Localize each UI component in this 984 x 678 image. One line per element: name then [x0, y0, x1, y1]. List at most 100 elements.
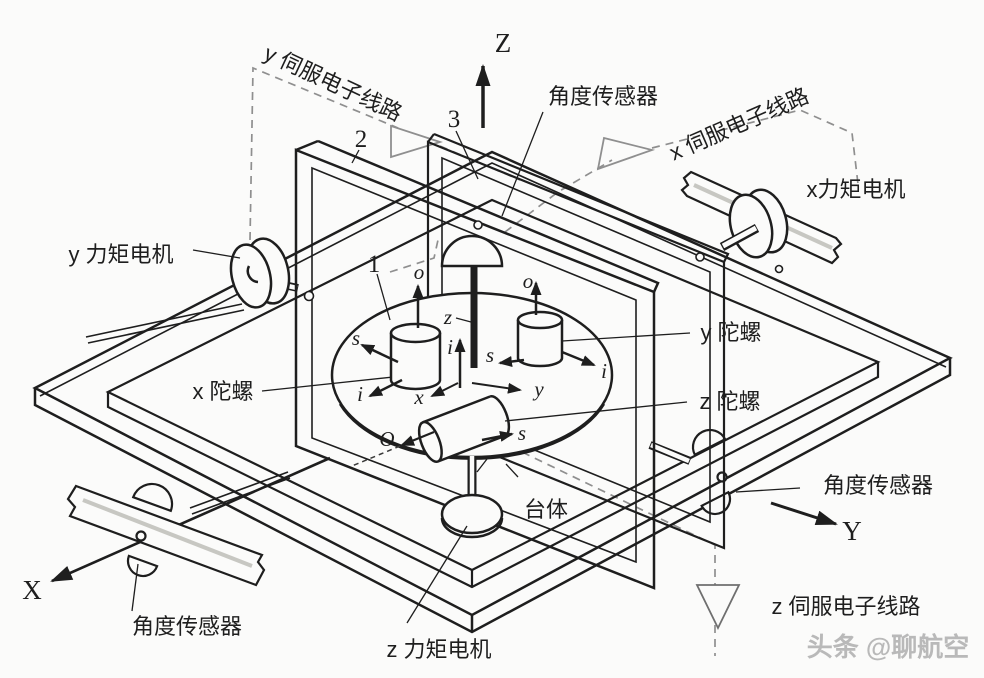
axis-label-z: Z: [495, 28, 512, 58]
outer-base-frame: [32, 150, 953, 634]
z-servo-dashed-line: [496, 439, 716, 656]
mark-y-gyro-spin: o: [523, 269, 534, 293]
num1-leader: [376, 273, 391, 321]
angle-sensor-bl-leader: [131, 563, 139, 612]
front-ring-inner: [311, 166, 637, 564]
pivot-dot: [716, 471, 728, 483]
angle-sensor-top-leader: [501, 111, 544, 217]
y-motor-leader: [192, 249, 241, 259]
x-motor-shaft-fill: [721, 225, 758, 249]
z-gyro-s-arrow: [481, 430, 514, 442]
leader-lines: [131, 111, 801, 624]
label-x-servo: x 伺服电子线路: [666, 83, 813, 165]
x-torque-motor-assembly: [680, 170, 843, 274]
x-gyro-cylinder: [389, 322, 442, 391]
y-servo-amplifier-icon: [390, 124, 443, 159]
base-top-lip: [39, 162, 947, 397]
platform-pickoff-dashed: [389, 239, 439, 273]
platform-x-arrow: [430, 382, 459, 397]
x-gyro-s-arrow: [360, 343, 399, 364]
part-number-1: 1: [368, 251, 381, 278]
z-servo-amplifier-icon: [695, 584, 741, 631]
label-y-servo: y 伺服电子线路: [260, 40, 406, 126]
label-angle-sensor-top: 角度传感器: [548, 84, 658, 109]
mark-z-gyro-s: s: [518, 421, 526, 445]
x-servo-dashed-line2: [651, 109, 859, 185]
pivot-stub-fill: [650, 442, 690, 464]
mark-x-gyro-spin: o: [414, 260, 425, 284]
mark-origin: O: [379, 427, 394, 451]
part-number-3: 3: [448, 106, 461, 133]
x-shaft-rod-b: [191, 477, 291, 515]
x-axis-bar: [66, 484, 266, 587]
gimbal-bearing-dot: [473, 220, 483, 230]
platform-y-arrow: [471, 382, 522, 394]
y-gyro-leader: [561, 332, 691, 342]
x-gyro-i-arrow: [368, 378, 403, 398]
y-shaft-rod-a: [85, 303, 243, 338]
num2-leader: [351, 149, 360, 164]
z-motor-disc-rim: [440, 517, 504, 539]
label-platform-body: 台体: [524, 497, 568, 522]
z-gyro-end-cap: [417, 420, 443, 464]
bearing-dot: [774, 264, 784, 274]
label-z-servo: z 伺服电子线路: [771, 594, 920, 619]
mark-y-gyro-s: s: [486, 343, 494, 367]
num3-leader: [455, 130, 479, 180]
mark-x-gyro-i: i: [357, 382, 363, 406]
part-number-2: 2: [355, 126, 368, 153]
x-shaft-rod-a: [189, 471, 289, 509]
z-torque-motor-assembly: [440, 456, 504, 539]
bearing-dome: [691, 428, 727, 457]
y-motor-hub-notch: [246, 265, 259, 284]
label-z-gyro: z 陀螺: [699, 389, 760, 414]
z-gyro-side-b: [437, 434, 506, 463]
label-x-torque-motor: x力矩电机: [806, 177, 905, 202]
y-gyro-s-arrow: [498, 356, 525, 367]
y-shaft-rod-b: [87, 309, 245, 344]
label-y-gyro: y 陀螺: [700, 320, 761, 345]
mark-x-gyro-s: s: [352, 326, 360, 350]
angle-sensor-right-leader: [735, 487, 801, 493]
z-gyro-cylinder: [417, 394, 511, 464]
bearing-dome-lower: [700, 490, 732, 516]
pivot-dot: [135, 530, 147, 542]
label-x-gyro: x 陀螺: [192, 379, 253, 404]
mark-platform-i: i: [447, 335, 453, 359]
mark-platform-x: x: [413, 385, 424, 409]
x-axis-bar-stripe: [82, 498, 253, 568]
back-ring-bevel: [433, 132, 730, 263]
y-gyro-cylinder: [516, 310, 564, 368]
z-gyro-side-t: [422, 395, 491, 424]
platform-shaft-assembly: [440, 234, 504, 368]
y-motor-disc-front: [229, 243, 273, 309]
y-gyro-top: [516, 310, 564, 330]
z-gyro-body: [422, 396, 506, 462]
bearing-dome-lower: [126, 554, 159, 578]
x-axis-bearing-top: [131, 482, 174, 513]
front-ring-outer: [294, 148, 656, 590]
mark-platform-y: y: [532, 377, 544, 401]
pivot-bearing-bottom: [700, 490, 732, 516]
origin-arrow: [400, 430, 435, 447]
axis-label-y: Y: [842, 516, 862, 546]
label-angle-sensor-right: 角度传感器: [823, 473, 933, 498]
mark-y-gyro-i: i: [601, 359, 607, 383]
x-gyro-top: [389, 322, 442, 344]
y-axis-arrow: [770, 501, 838, 526]
front-ring-bevel-join: [295, 139, 319, 152]
z-motor-leader: [406, 525, 468, 624]
mark-platform-z: z: [443, 305, 452, 329]
gimbal-dot: [303, 290, 315, 302]
pivot-bearing-top: [691, 428, 727, 457]
inner-gimbal-front-ring: [294, 139, 660, 590]
x-axis-assembly: [50, 456, 331, 587]
label-z-torque-motor: z 力矩电机: [386, 637, 491, 662]
label-y-torque-motor: y 力矩电机: [68, 242, 173, 267]
back-ring-bevel-join: [427, 133, 435, 143]
x-axis-arrow: [50, 456, 331, 583]
axis-label-x: X: [22, 575, 42, 605]
x-axis-bearing-bottom: [126, 554, 159, 578]
